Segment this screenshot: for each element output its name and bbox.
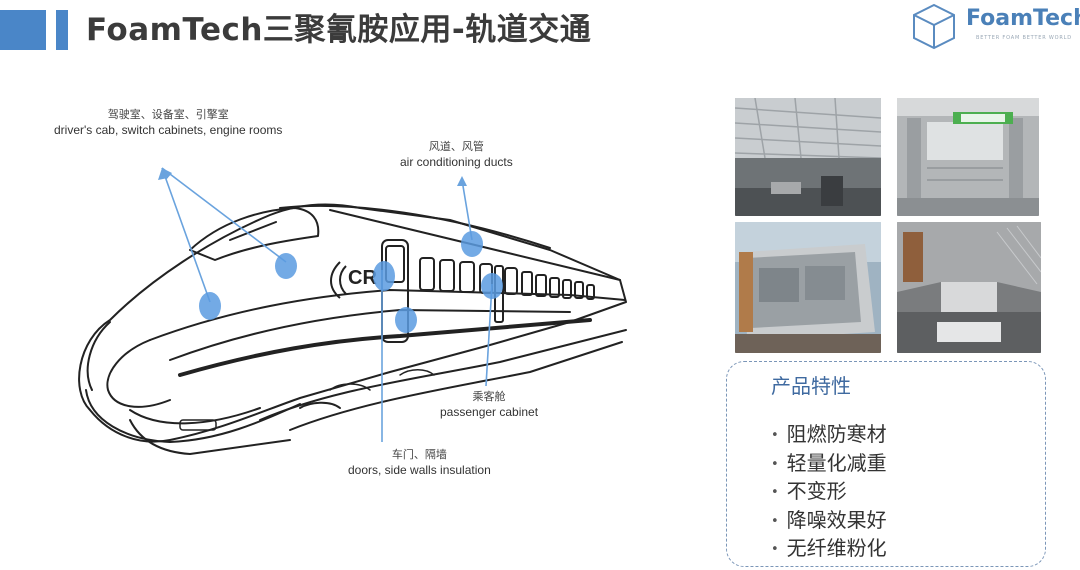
slide-title: FoamTech三聚氰胺应用-轨道交通 (86, 12, 592, 48)
callout-cabin-en: passenger cabinet (440, 405, 539, 419)
callout-cab: 驾驶室、设备室、引擎室 driver's cab, switch cabinet… (54, 108, 282, 138)
marker-ducts (461, 231, 483, 257)
train-diagram: CR (78, 167, 627, 455)
train-cr-label: CR (348, 267, 377, 289)
callout-doors-en: doors, side walls insulation (348, 463, 491, 477)
car-body-frame-photo (897, 98, 1039, 216)
callout-ducts-en: air conditioning ducts (400, 155, 513, 169)
logo-name: FoamTech (966, 6, 1080, 31)
interior-lining-photo (897, 222, 1041, 353)
marker-cabin (481, 273, 503, 299)
marker-wall (395, 307, 417, 333)
cube-logo-icon (913, 3, 955, 50)
callout-cabin-cn: 乘客舱 (472, 391, 506, 403)
callout-ducts-cn: 风道、风管 (428, 141, 484, 153)
logo-tagline: BETTER FOAM BETTER WORLD (976, 35, 1072, 41)
foamtech-logo: FoamTech BETTER FOAM BETTER WORLD (910, 2, 1080, 50)
callout-doors: 车门、隔墙 doors, side walls insulation (348, 448, 491, 478)
features-title: 产品特性 (771, 374, 851, 398)
feature-item: 降噪效果好 (771, 508, 887, 537)
callout-ducts: 风道、风管 air conditioning ducts (400, 140, 513, 170)
callout-doors-cn: 车门、隔墙 (391, 449, 447, 461)
features-list: 阻燃防寒材 轻量化减重 不变形 降噪效果好 无纤维粉化 (771, 422, 887, 565)
header-accent-bar-small (56, 10, 68, 50)
feature-item: 轻量化减重 (771, 451, 887, 480)
callout-cabin: 乘客舱 passenger cabinet (440, 390, 538, 420)
ceiling-insulation-photo (735, 98, 881, 216)
product-features-box: 产品特性 阻燃防寒材 轻量化减重 不变形 降噪效果好 无纤维粉化 (726, 361, 1046, 567)
marker-switch (275, 253, 297, 279)
feature-item: 阻燃防寒材 (771, 422, 887, 451)
header-accent-bar (0, 10, 46, 50)
callout-cab-cn: 驾驶室、设备室、引擎室 (107, 109, 229, 121)
callout-cab-en: driver's cab, switch cabinets, engine ro… (54, 123, 283, 137)
feature-item: 无纤维粉化 (771, 536, 887, 565)
feature-item: 不变形 (771, 479, 887, 508)
marker-cab (199, 292, 221, 320)
marker-door (373, 261, 395, 291)
carbody-assembly-photo (735, 222, 881, 353)
